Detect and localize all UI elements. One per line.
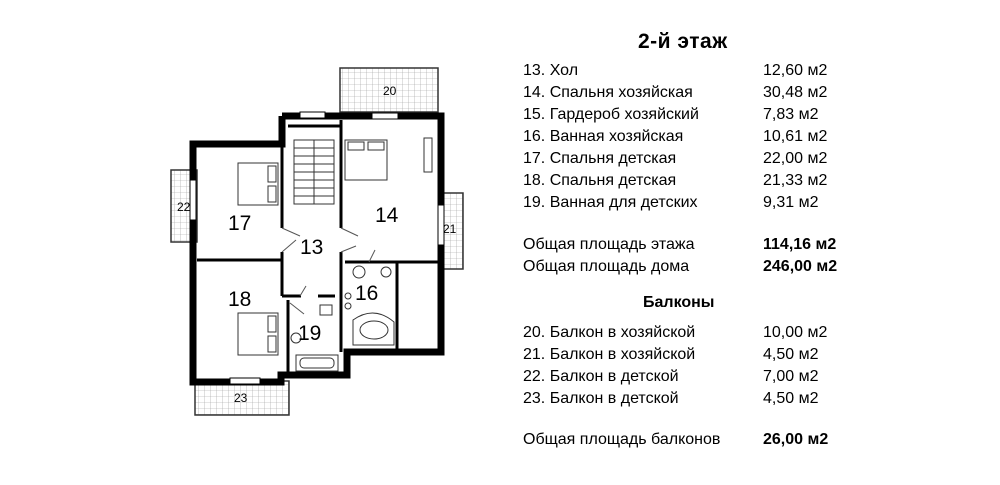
floor-plan: 20 22 21 23 (170, 67, 464, 416)
balconies-heading: Балконы (643, 294, 715, 311)
total-label: Общая площадь этажа (523, 236, 695, 253)
balcony-row: 23. Балкон в детской 4,50 м2 (523, 390, 943, 412)
total-row: Общая площадь этажа 114,16 м2 (523, 236, 943, 258)
balcony-label: 22. Балкон в детской (523, 368, 679, 385)
room-16-number: 16 (355, 282, 378, 305)
total-area: 114,16 м2 (763, 236, 837, 253)
total-row: Общая площадь дома 246,00 м2 (523, 258, 943, 280)
room-row: 17. Спальня детская 22,00 м2 (523, 150, 943, 172)
balcony-label: 20. Балкон в хозяйской (523, 324, 696, 341)
balcony-row: 21. Балкон в хозяйской 4,50 м2 (523, 346, 943, 368)
balconies-total-label: Общая площадь балконов (523, 431, 721, 448)
balcony-label: 23. Балкон в детской (523, 390, 679, 407)
room-13-number: 13 (300, 236, 323, 259)
room-area: 21,33 м2 (763, 172, 828, 189)
balcony-23-number: 23 (234, 391, 248, 405)
total-area: 246,00 м2 (763, 258, 838, 275)
wardrobe (423, 137, 433, 173)
balcony-23: 23 (194, 380, 290, 416)
room-label: 18. Спальня детская (523, 172, 677, 189)
floor-title: 2-й этаж (638, 30, 728, 53)
room-label: 17. Спальня детская (523, 150, 677, 167)
bed-17 (237, 162, 279, 206)
balcony-20-number: 20 (383, 84, 397, 98)
balconies-total-area: 26,00 м2 (763, 431, 829, 448)
room-label: 15. Гардероб хозяйский (523, 106, 699, 123)
balcony-22-number: 22 (177, 200, 191, 214)
room-14-number: 14 (375, 204, 399, 227)
bed-18 (237, 312, 279, 356)
balcony-row: 22. Балкон в детской 7,00 м2 (523, 368, 943, 390)
balcony-area: 7,00 м2 (763, 368, 819, 385)
bed-14 (344, 139, 388, 181)
balcony-area: 4,50 м2 (763, 346, 819, 363)
room-19-number: 19 (298, 322, 321, 345)
interior-walls (197, 120, 441, 375)
room-area: 10,61 м2 (763, 128, 828, 145)
room-area: 30,48 м2 (763, 84, 828, 101)
balcony-row: 20. Балкон в хозяйской 10,00 м2 (523, 324, 943, 346)
balcony-area: 4,50 м2 (763, 390, 819, 407)
total-label: Общая площадь дома (523, 258, 690, 275)
bathtub-16 (352, 312, 395, 346)
room-row: 16. Ванная хозяйская 10,61 м2 (523, 128, 943, 150)
balcony-label: 21. Балкон в хозяйской (523, 346, 696, 363)
room-row: 18. Спальня детская 21,33 м2 (523, 172, 943, 194)
room-label: 16. Ванная хозяйская (523, 128, 684, 145)
windows (189, 111, 445, 385)
room-area: 7,83 м2 (763, 106, 819, 123)
room-label: 19. Ванная для детских (523, 194, 698, 211)
room-18-number: 18 (228, 288, 251, 311)
balconies-total-row: Общая площадь балконов 26,00 м2 (523, 431, 943, 453)
balcony-21-number: 21 (443, 222, 457, 236)
room-row: 14. Спальня хозяйская 30,48 м2 (523, 84, 943, 106)
room-17-number: 17 (228, 212, 251, 235)
bathroom-fixtures (290, 265, 392, 344)
staircase (293, 139, 335, 205)
doors (281, 227, 376, 315)
room-row: 13. Хол 12,60 м2 (523, 62, 943, 84)
balcony-area: 10,00 м2 (763, 324, 828, 341)
room-area: 12,60 м2 (763, 62, 828, 79)
balcony-20: 20 (339, 67, 439, 113)
room-label: 14. Спальня хозяйская (523, 84, 693, 101)
room-label: 13. Хол (523, 62, 579, 79)
bathtub-19 (295, 354, 339, 372)
room-row: 15. Гардероб хозяйский 7,83 м2 (523, 106, 943, 128)
room-area: 22,00 м2 (763, 150, 828, 167)
room-row: 19. Ванная для детских 9,31 м2 (523, 194, 943, 216)
room-area: 9,31 м2 (763, 194, 819, 211)
